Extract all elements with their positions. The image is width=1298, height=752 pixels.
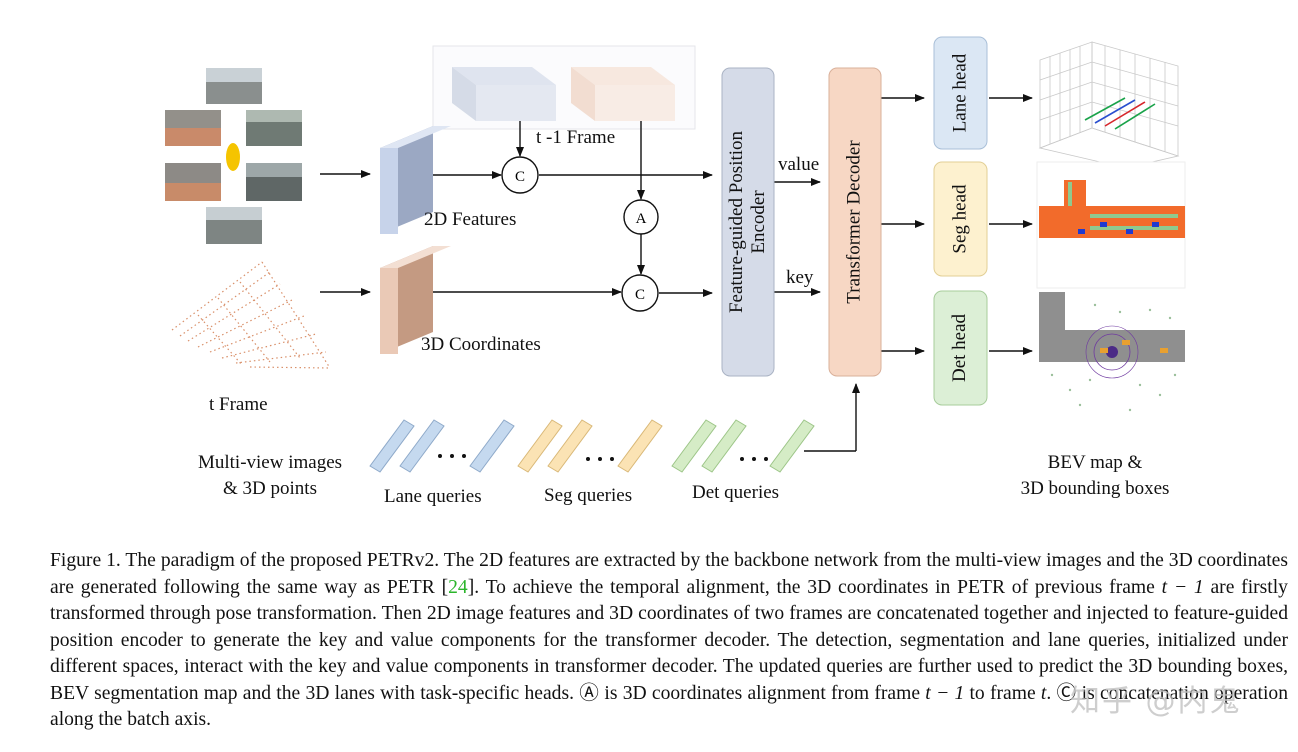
det-head-label: Det head bbox=[949, 313, 971, 383]
decoder-label: Transformer Decoder bbox=[844, 140, 866, 304]
bev-label-line2: 3D bounding boxes bbox=[1020, 478, 1170, 499]
figure-caption: Figure 1. The paradigm of the proposed P… bbox=[50, 550, 1289, 730]
lane-queries-label: Lane queries bbox=[384, 486, 482, 507]
t-frame-label: t Frame bbox=[209, 394, 268, 415]
det-queries-label: Det queries bbox=[692, 482, 780, 503]
citation-link[interactable]: 24 bbox=[448, 576, 468, 598]
lane-3d-plot bbox=[1038, 41, 1180, 169]
2d-features-block bbox=[380, 126, 451, 234]
svg-text:A: A bbox=[636, 211, 647, 227]
encoder-label: Feature-guided Position Encoder bbox=[726, 130, 769, 314]
2d-features-label: 2D Features bbox=[424, 209, 517, 230]
multi-view-images bbox=[165, 68, 302, 244]
3d-coordinates-label: 3D Coordinates bbox=[421, 334, 541, 355]
t-minus-1-frame-label: t -1 Frame bbox=[536, 127, 616, 148]
multi-view-label-line1: Multi-view images bbox=[197, 452, 343, 473]
seg-head-label: Seg head bbox=[949, 184, 971, 254]
3d-points-cloud bbox=[171, 261, 331, 369]
ego-car-icon bbox=[226, 143, 240, 171]
key-label: key bbox=[786, 267, 814, 288]
decoder-box bbox=[828, 67, 882, 377]
svg-text:C: C bbox=[635, 287, 645, 303]
seg-head-box bbox=[933, 161, 988, 277]
3d-coordinates-block bbox=[380, 246, 451, 354]
bev-seg-map bbox=[1036, 161, 1186, 289]
lane-head-label: Lane head bbox=[949, 53, 971, 133]
align-circle: A bbox=[623, 199, 659, 235]
det-head-box bbox=[933, 290, 988, 406]
petrv2-diagram: C A C bbox=[165, 36, 1186, 473]
lane-queries bbox=[369, 419, 515, 473]
zhihu-watermark: 知乎 @内鬼 bbox=[1070, 684, 1242, 719]
seg-queries bbox=[517, 419, 663, 473]
seg-queries-label: Seg queries bbox=[544, 485, 633, 506]
det-queries bbox=[671, 419, 815, 473]
ellipsis-dots bbox=[438, 454, 768, 461]
t-minus-1-frame-panel bbox=[432, 45, 696, 130]
encoder-box bbox=[721, 67, 775, 377]
bev-det-map bbox=[1037, 290, 1185, 425]
bev-label-line1: BEV map & bbox=[1047, 452, 1143, 473]
concat-circle-top: C bbox=[501, 156, 539, 194]
concat-circle-bottom: C bbox=[621, 274, 659, 312]
value-label: value bbox=[778, 154, 820, 175]
multi-view-label-line2: & 3D points bbox=[223, 478, 317, 499]
lane-head-box bbox=[933, 36, 988, 150]
svg-text:C: C bbox=[515, 169, 525, 185]
